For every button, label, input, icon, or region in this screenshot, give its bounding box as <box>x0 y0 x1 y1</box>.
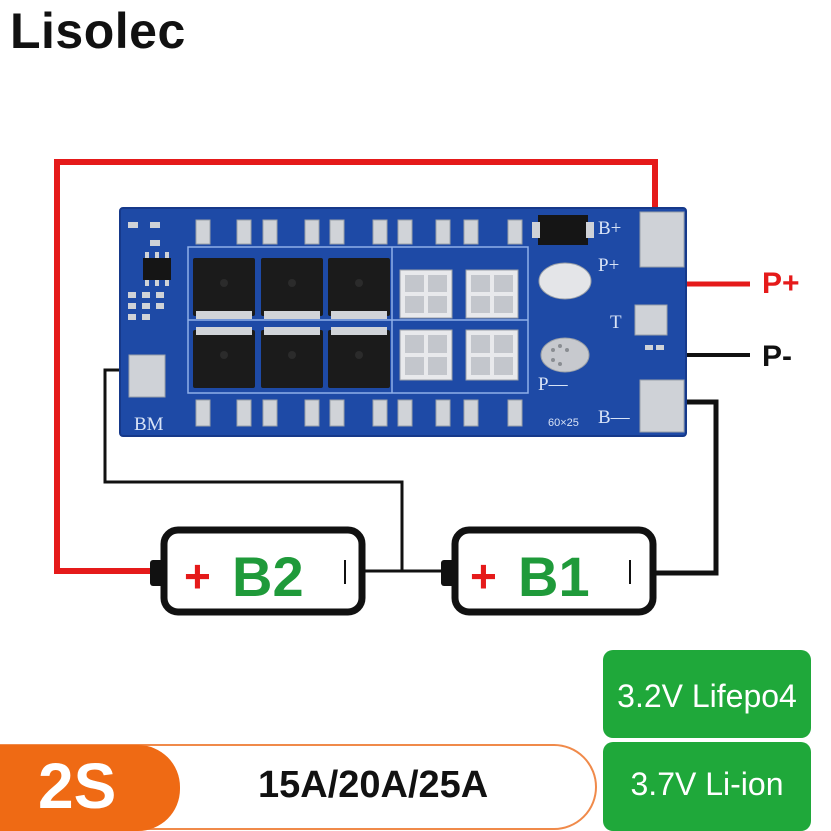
battery-b2-plus-sign: + <box>184 550 211 602</box>
battery-b2-label: B2 <box>232 545 304 608</box>
current-ratings: 15A/20A/25A <box>258 764 489 806</box>
silk-bm: BM <box>134 414 164 435</box>
silk-b-plus: B+ <box>598 218 621 239</box>
fuse-component <box>538 215 588 245</box>
silk-model: 60×25 <box>548 417 579 429</box>
series-badge-text: 2S <box>38 750 117 822</box>
b-plus-pad <box>639 211 685 268</box>
battery-b1-plus-sign: + <box>470 550 497 602</box>
silk-t: T <box>610 312 622 333</box>
chemistry-badge-li-ion: 3.7V Li-ion <box>603 742 811 831</box>
p-minus-pad <box>540 337 590 373</box>
battery-b2: + B2 <box>150 526 366 616</box>
top-pads <box>195 219 523 245</box>
power-pads <box>399 269 519 381</box>
pcb-board: B+ P+ T P— B— BM 60×25 <box>119 207 687 437</box>
battery-b1-label: B1 <box>518 545 590 608</box>
terminal-p-minus-label: P- <box>762 340 792 373</box>
control-ic <box>143 252 171 286</box>
silk-b-minus: B— <box>598 407 631 428</box>
chemistry-badge-lifepo4: 3.2V Lifepo4 <box>603 650 811 738</box>
thermistor-pad <box>634 304 668 336</box>
chemistry-label: 3.2V Lifepo4 <box>617 678 797 714</box>
chemistry-label: 3.7V Li-ion <box>630 766 784 802</box>
mosfets <box>193 258 390 388</box>
passive-components <box>128 222 164 320</box>
positive-wire <box>54 159 658 574</box>
silk-p-plus: P+ <box>598 255 619 276</box>
series-badge: 2S <box>0 745 180 831</box>
bm-wire <box>103 368 404 571</box>
bm-pad <box>128 354 166 398</box>
bottom-pads <box>195 399 523 427</box>
p-plus-pad <box>538 262 592 300</box>
terminal-p-plus-label: P+ <box>762 267 800 300</box>
silk-p-minus: P— <box>538 374 569 395</box>
b-minus-pad <box>639 379 685 433</box>
battery-b1: + B1 <box>441 526 657 616</box>
brand-logo: Lisolec <box>10 3 186 59</box>
